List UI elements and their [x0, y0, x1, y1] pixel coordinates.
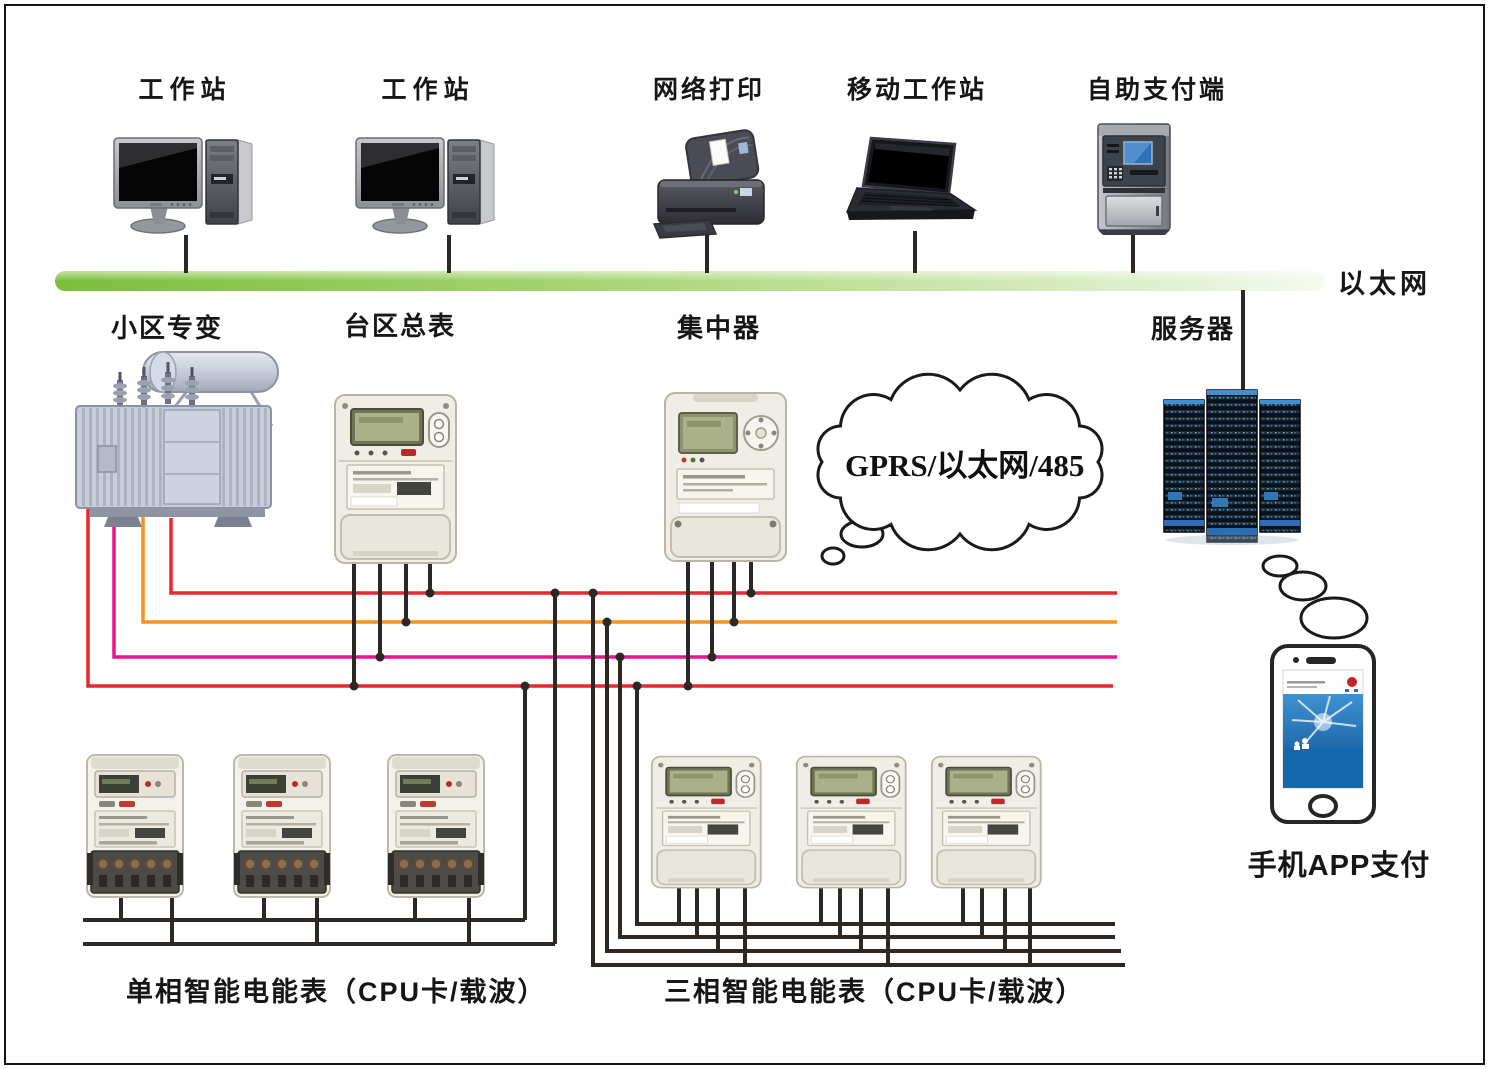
phone-speaker-icon: [1306, 657, 1336, 664]
three-phase-meter-1: [650, 755, 762, 889]
label-transformer: 小区专变: [110, 313, 223, 343]
cloud-text: GPRS/以太网/485: [845, 448, 1085, 483]
concentrator-image: [664, 392, 787, 562]
label-single-phase-meters: 单相智能电能表（CPU卡/载波）: [126, 977, 547, 1007]
gprs-cloud: [816, 372, 1104, 566]
single-phase-meter-3: [387, 754, 485, 898]
payment-kiosk-image: [1097, 123, 1171, 236]
district-master-meter-image: [334, 394, 457, 564]
ethernet-drop-wires: [184, 231, 1245, 392]
label-workstation-1: 工作站: [138, 76, 232, 104]
transformer-image: [74, 350, 280, 529]
three-phase-meter-stubs: [677, 880, 1032, 965]
bus-magenta: [112, 508, 1117, 659]
label-ethernet: 以太网: [1338, 269, 1431, 299]
bus-lines-colored: [86, 490, 1117, 688]
label-three-phase-meters: 三相智能电能表（CPU卡/载波）: [664, 977, 1085, 1007]
three-phase-meter-2: [795, 755, 907, 889]
three-phase-meter-3: [930, 755, 1042, 889]
ethernet-bus-bar: [55, 271, 1325, 291]
workstation-2-image: [355, 137, 495, 234]
label-district-master-meter: 台区总表: [343, 311, 456, 341]
mobile-workstation-image: [845, 136, 977, 222]
label-mobile-workstation: 移动工作站: [846, 76, 987, 104]
single-phase-meter-1: [86, 754, 184, 898]
phone-home-button: [1308, 794, 1338, 818]
device-feeder-wires: [352, 556, 1125, 967]
single-phase-meter-bus: [83, 892, 555, 946]
bus-red-top: [169, 518, 1117, 595]
bus-orange: [141, 508, 1117, 624]
label-payment-terminal: 自助支付端: [1086, 76, 1227, 104]
workstation-1-image: [113, 137, 253, 234]
thought-bubble-trail: [1261, 554, 1369, 640]
label-phone-app: 手机APP支付: [1247, 850, 1431, 882]
bus-red-bottom: [86, 490, 1113, 688]
label-concentrator: 集中器: [676, 313, 761, 343]
junction-dots: [349, 588, 756, 691]
network-printer-image: [653, 127, 765, 239]
label-workstation-2: 工作站: [381, 76, 475, 104]
label-network-printer: 网络打印: [652, 76, 765, 104]
phone-camera-icon: [1293, 657, 1299, 663]
phone-screen: [1282, 669, 1364, 789]
server-image: [1163, 389, 1301, 546]
smartphone: [1270, 644, 1376, 824]
single-phase-meter-2: [233, 754, 331, 898]
label-server: 服务器: [1150, 314, 1235, 344]
